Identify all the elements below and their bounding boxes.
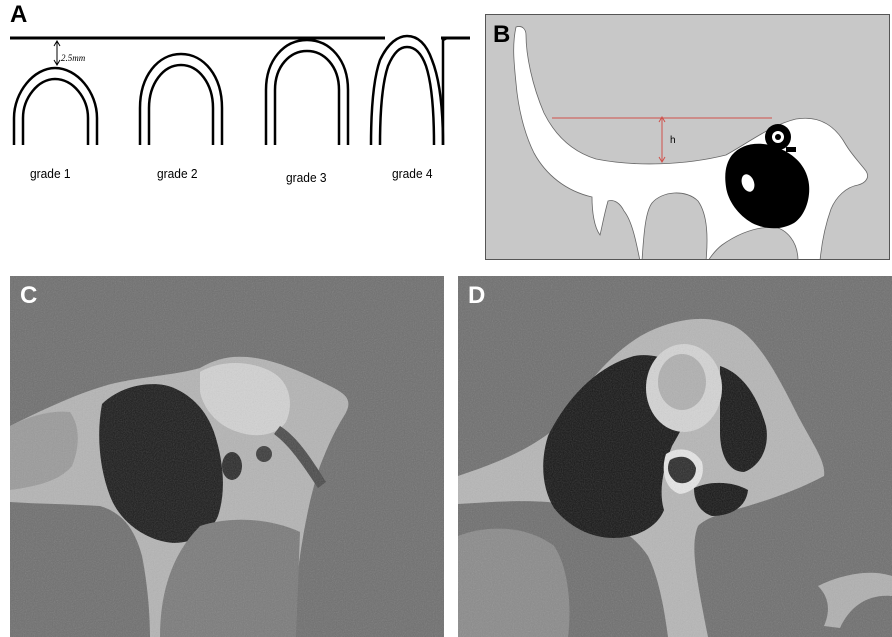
grade-2-label: grade 2 [157, 166, 198, 181]
measurement-diagram [486, 15, 890, 260]
panel-c: C [10, 276, 444, 637]
ct-image-d [458, 276, 892, 637]
panel-b: B h [485, 14, 890, 260]
height-label: h [670, 135, 676, 146]
scale-label: 2.5mm [61, 53, 85, 63]
grade-4-arch [371, 36, 447, 145]
grade-3-arch [266, 40, 348, 145]
grade-schematic [0, 0, 480, 260]
grade-1-label: grade 1 [30, 166, 71, 181]
panel-b-letter: B [493, 23, 510, 47]
grade-4-label: grade 4 [392, 166, 433, 181]
grade-3-label: grade 3 [286, 170, 327, 185]
ct-image-c [10, 276, 444, 637]
panel-d: D [458, 276, 892, 637]
grade-2-arch [140, 54, 222, 145]
panel-c-letter: C [20, 284, 37, 308]
bone-silhouette [514, 26, 868, 260]
grade-1-arch [14, 68, 97, 145]
panel-d-letter: D [468, 284, 485, 308]
panel-a: A 2.5mm grade 1 grade 2 [0, 0, 480, 260]
